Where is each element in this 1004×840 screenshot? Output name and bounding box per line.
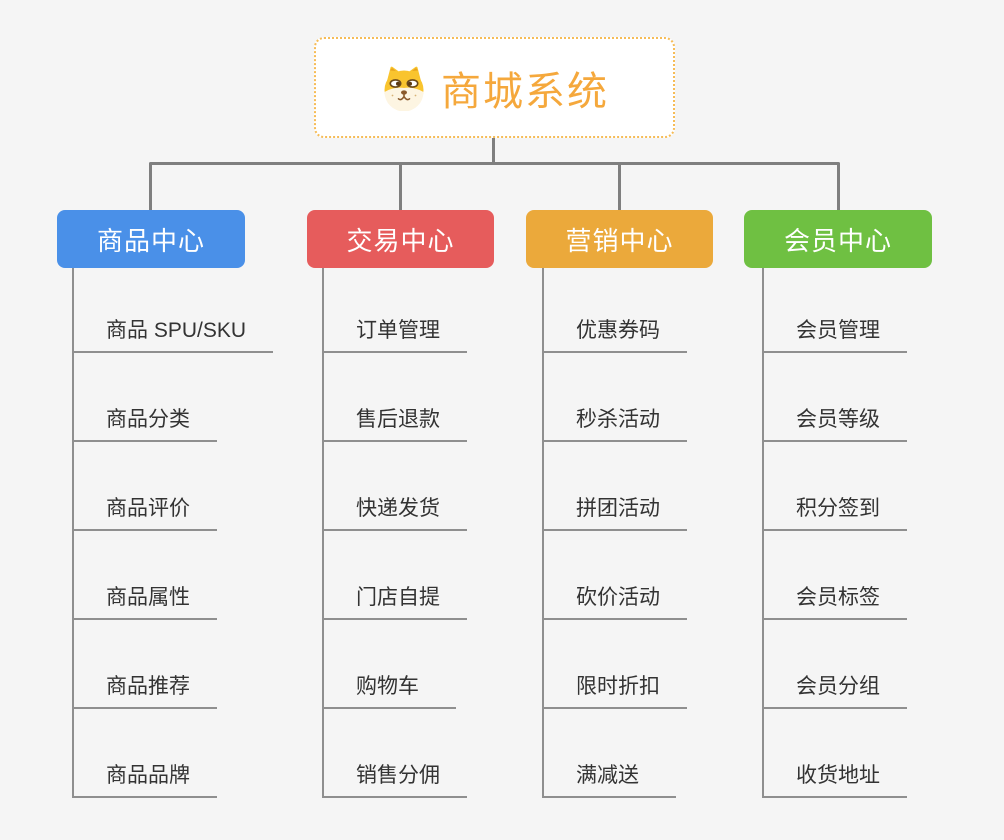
sub-topic[interactable]: 购物车 xyxy=(324,620,456,709)
root-topic-node[interactable]: 商城系统 xyxy=(314,37,675,138)
sub-topic[interactable]: 砍价活动 xyxy=(544,531,687,620)
sub-topic[interactable]: 销售分佣 xyxy=(324,709,467,798)
sub-topic[interactable]: 限时折扣 xyxy=(544,620,687,709)
sub-topic[interactable]: 商品属性 xyxy=(74,531,217,620)
branch-node-trade-center[interactable]: 交易中心 xyxy=(307,210,494,268)
sub-topic[interactable]: 商品评价 xyxy=(74,442,217,531)
branch-children-member-center: 会员管理会员等级积分签到会员标签会员分组收货地址 xyxy=(762,268,907,798)
sub-topic[interactable]: 售后退款 xyxy=(324,353,467,442)
sub-topic[interactable]: 订单管理 xyxy=(324,268,467,353)
branch-children-trade-center: 订单管理售后退款快递发货门店自提购物车销售分佣 xyxy=(322,268,467,798)
sub-topic[interactable]: 优惠券码 xyxy=(544,268,687,353)
sub-topic[interactable]: 收货地址 xyxy=(764,709,907,798)
branch-node-label: 商品中心 xyxy=(96,225,205,256)
branch-node-label: 交易中心 xyxy=(346,225,455,256)
branch-node-member-center[interactable]: 会员中心 xyxy=(744,210,932,268)
connector-horizontal-bar xyxy=(149,162,840,165)
connector-drop-marketing xyxy=(618,163,621,210)
connector-drop-member xyxy=(837,163,840,210)
sub-topic[interactable]: 会员分组 xyxy=(764,620,907,709)
sub-topic[interactable]: 快递发货 xyxy=(324,442,467,531)
root-topic-title: 商城系统 xyxy=(441,69,609,114)
sub-topic[interactable]: 商品 SPU/SKU xyxy=(74,268,274,353)
sub-topic[interactable]: 商品分类 xyxy=(74,353,217,442)
dog-face-icon xyxy=(380,65,428,111)
sub-topic[interactable]: 商品推荐 xyxy=(74,620,217,709)
sub-topic[interactable]: 商品品牌 xyxy=(74,709,217,798)
sub-topic[interactable]: 会员等级 xyxy=(764,353,907,442)
branch-node-product-center[interactable]: 商品中心 xyxy=(57,210,245,268)
sub-topic[interactable]: 会员标签 xyxy=(764,531,907,620)
branch-node-marketing-center[interactable]: 营销中心 xyxy=(526,210,713,268)
sub-topic[interactable]: 门店自提 xyxy=(324,531,467,620)
connector-drop-product xyxy=(149,163,152,210)
sub-topic[interactable]: 积分签到 xyxy=(764,442,907,531)
branch-node-label: 营销中心 xyxy=(565,225,674,256)
branch-children-marketing-center: 优惠券码秒杀活动拼团活动砍价活动限时折扣满减送 xyxy=(542,268,687,798)
connector-root-stem xyxy=(492,138,495,164)
sub-topic[interactable]: 秒杀活动 xyxy=(544,353,687,442)
connector-drop-trade xyxy=(399,163,402,210)
sub-topic[interactable]: 会员管理 xyxy=(764,268,907,353)
branch-node-label: 会员中心 xyxy=(783,225,892,256)
sub-topic[interactable]: 拼团活动 xyxy=(544,442,687,531)
sub-topic[interactable]: 满减送 xyxy=(544,709,676,798)
